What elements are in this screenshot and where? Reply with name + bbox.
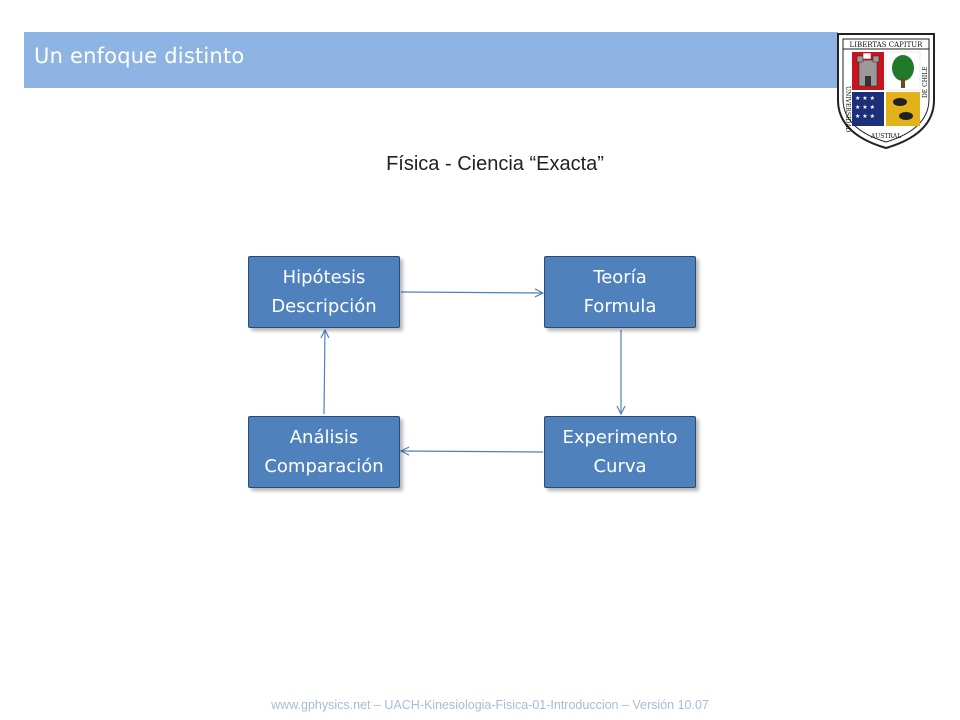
node-analisis-line1: Análisis [289,427,359,448]
svg-text:★ ★ ★: ★ ★ ★ [855,95,875,102]
node-teoria: Teoría Formula [544,256,696,328]
node-analisis: Análisis Comparación [248,416,400,488]
slide-title: Un enfoque distinto [34,44,245,68]
crest-name-left: UNIVERSIDAD [844,86,851,133]
footer-text: www.gphysics.net – UACH-Kinesiologia-Fis… [271,698,709,712]
node-experimento: Experimento Curva [544,416,696,488]
university-crest-logo: LIBERTAS CAPITUR ★ ★ ★ ★ ★ ★ ★ ★ ★ UNIVE… [837,33,935,150]
node-teoria-line1: Teoría [593,267,647,288]
node-hipotesis: Hipótesis Descripción [248,256,400,328]
title-bar: Un enfoque distinto [24,32,838,88]
node-experimento-line2: Curva [593,456,647,477]
node-hipotesis-line2: Descripción [271,296,377,317]
node-teoria-line2: Formula [583,296,657,317]
arrow-hipotesis-to-teoria [400,292,543,293]
node-hipotesis-line1: Hipótesis [282,267,366,288]
node-experimento-line1: Experimento [562,427,678,448]
svg-text:★ ★ ★: ★ ★ ★ [855,113,875,120]
node-analisis-line2: Comparación [264,456,384,477]
svg-text:★ ★ ★: ★ ★ ★ [855,104,875,111]
crest-name-bottom: AUSTRAL [870,133,901,140]
arrow-experimento-to-analisis [401,451,544,452]
crest-motto: LIBERTAS CAPITUR [850,41,924,49]
arrow-analisis-to-hipotesis [324,330,325,415]
slide-subtitle: Física - Ciencia “Exacta” [386,153,604,175]
crest-name-right: DE CHILE [922,66,929,98]
